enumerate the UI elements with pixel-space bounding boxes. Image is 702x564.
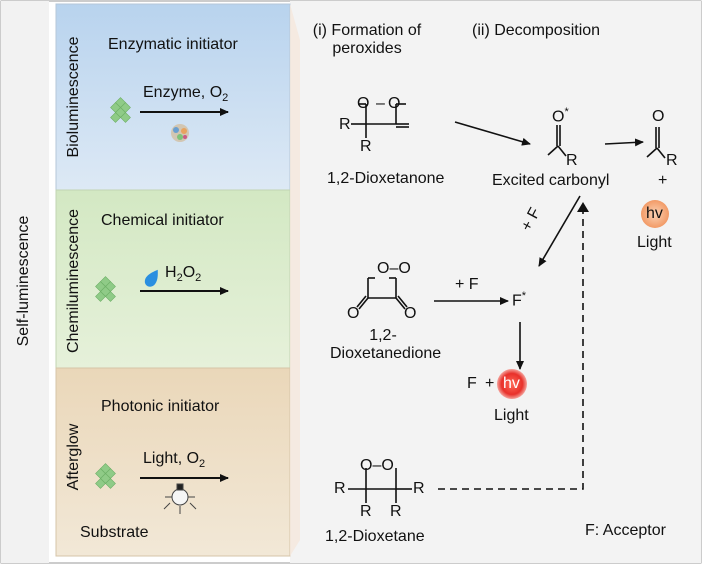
initiator-chemical: Chemical initiator	[101, 212, 224, 229]
substrate-diamond-icon	[110, 97, 131, 123]
dioxetanedione-structure	[356, 277, 408, 310]
panel-name-chemiluminescence: Chemiluminescence	[65, 208, 82, 354]
panel-afterglow	[55, 367, 291, 557]
mechanism-area-bg	[290, 1, 701, 563]
panel-name-bioluminescence: Bioluminescence	[65, 36, 82, 158]
arrow-to-excited	[454, 121, 531, 146]
dioxetanone-R1: R	[339, 116, 351, 133]
ground-carbonyl-structure	[646, 127, 666, 159]
side-label: Self-luminescence	[15, 215, 32, 347]
dioxetanedione-name: 1,2- Dioxetanedione	[330, 327, 442, 363]
panel-bioluminescence	[55, 3, 291, 191]
substrate-diamond-icon	[95, 463, 116, 489]
dioxetanone-O2: O	[388, 95, 401, 112]
plus-F-label: + F	[455, 276, 479, 293]
excited-carbonyl-structure	[547, 125, 567, 157]
plus-red: +	[485, 375, 495, 392]
dioxetane-OO: O–O	[360, 457, 394, 474]
drop-icon	[144, 269, 158, 287]
dioxetanedione-O-top: O–O	[377, 260, 411, 277]
excited-carbonyl-R: R	[566, 152, 578, 169]
dioxetane-name: 1,2-Dioxetane	[325, 528, 425, 545]
light-orange-label: Light	[637, 234, 672, 251]
initiator-photonic: Photonic initiator	[101, 398, 220, 415]
dioxetanedione-O-left: O	[347, 305, 360, 322]
hv-orange-label: hv	[646, 205, 663, 222]
header-decomposition: (ii) Decomposition	[472, 22, 601, 39]
arrow-excited-to-F	[538, 195, 581, 267]
enzyme-icon	[171, 124, 189, 142]
dioxetanone-dash: –	[376, 95, 385, 112]
substrate-label: Substrate	[80, 524, 149, 541]
carbonyl-O: O	[652, 108, 665, 125]
light-bulb-icon	[163, 483, 197, 514]
dioxetane-R4: R	[390, 503, 402, 520]
dioxetanone-name: 1,2-Dioxetanone	[327, 170, 445, 187]
dioxetane-structure	[348, 468, 412, 503]
dioxetanone-structure	[351, 103, 409, 138]
arrow-label-photonic: Light, O2	[143, 450, 206, 471]
hv-orange-circle	[641, 200, 669, 228]
initiator-enzymatic: Enzymatic initiator	[108, 36, 238, 53]
dioxetane-R2: R	[413, 480, 425, 497]
dioxetane-R3: R	[360, 503, 372, 520]
panel-name-afterglow: Afterglow	[65, 423, 82, 491]
substrate-diamond-icon	[95, 276, 116, 302]
F-star: F*	[512, 290, 527, 310]
excited-carbonyl-O: O*	[552, 106, 569, 126]
dioxetane-R1: R	[334, 480, 346, 497]
connector-wedge	[290, 4, 300, 556]
acceptor-legend: F: Acceptor	[585, 522, 666, 539]
dioxetanedione-O-right: O	[404, 305, 417, 322]
hv-red-label: hv	[503, 375, 520, 392]
F-product: F	[467, 375, 477, 392]
dioxetanone-R2: R	[360, 138, 372, 155]
dashed-path	[438, 208, 584, 490]
arrow-label-enzymatic: Enzyme, O2	[143, 84, 229, 105]
dioxetanone-O1: O	[357, 95, 370, 112]
side-strip	[1, 1, 49, 563]
dashed-arrowhead	[577, 202, 589, 212]
light-red-label: Light	[494, 407, 529, 424]
plus-orange: +	[658, 172, 668, 189]
header-formation: (i) Formation of peroxides	[312, 22, 422, 58]
panel-chemiluminescence	[55, 189, 291, 369]
hv-red-circle	[497, 369, 527, 399]
excited-carbonyl-name: Excited carbonyl	[492, 172, 610, 189]
carbonyl-R: R	[666, 152, 678, 169]
arrow-to-ground	[604, 138, 644, 147]
arrow-label-chemical: H2O2	[165, 264, 202, 285]
